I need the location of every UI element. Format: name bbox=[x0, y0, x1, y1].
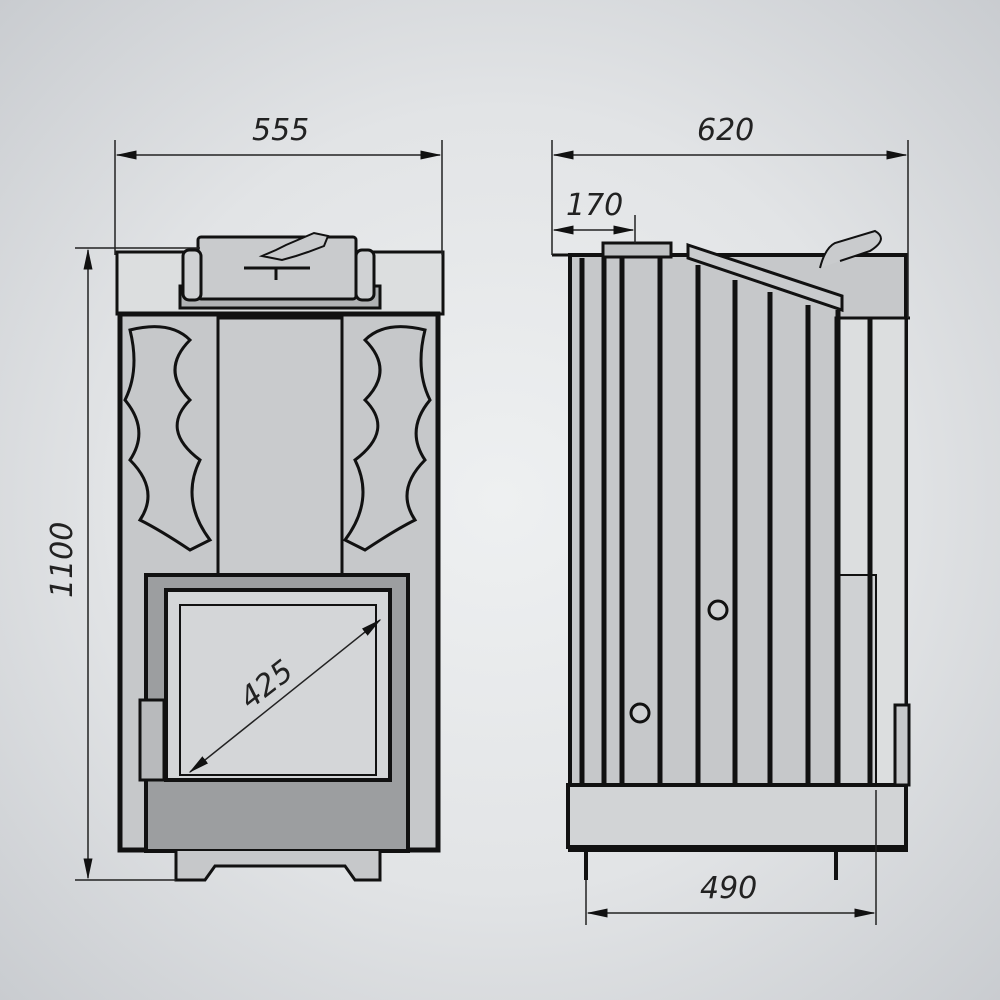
dim-label-620: 620 bbox=[697, 113, 754, 148]
dim-label-555: 555 bbox=[252, 113, 309, 148]
side-view bbox=[552, 229, 911, 880]
dim-label-170: 170 bbox=[566, 188, 623, 223]
side-base bbox=[566, 783, 908, 849]
front-feet bbox=[174, 851, 382, 882]
front-view bbox=[115, 231, 445, 882]
dim-label-1100: 1100 bbox=[45, 522, 80, 598]
side-bolt bbox=[629, 702, 651, 724]
leaf-ornament-left bbox=[123, 325, 213, 552]
handle-icon bbox=[258, 231, 330, 262]
dim-line-425 bbox=[188, 619, 382, 773]
side-ribs bbox=[579, 258, 873, 845]
leaf-ornament-right bbox=[342, 325, 432, 552]
door-latch bbox=[138, 698, 166, 782]
dimension-lines bbox=[75, 140, 909, 925]
side-bolt bbox=[707, 599, 729, 621]
front-center-panel bbox=[216, 316, 344, 578]
dim-label-490: 490 bbox=[700, 871, 757, 906]
side-lid bbox=[686, 242, 844, 313]
